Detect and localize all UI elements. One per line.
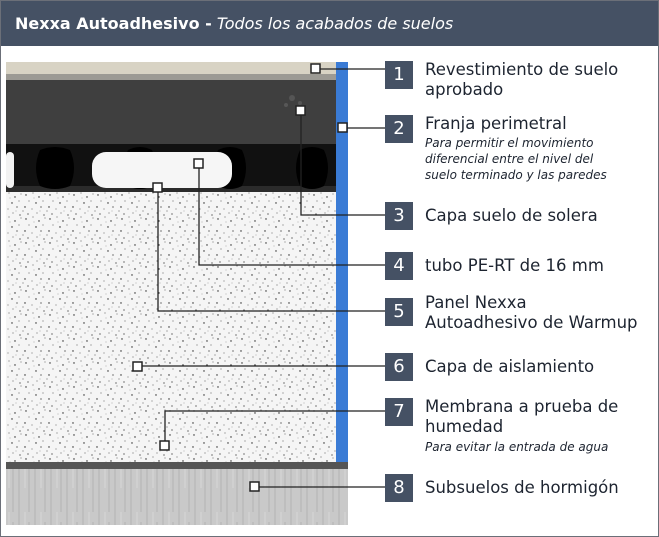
callout-marker-2 [337, 122, 348, 133]
floor-covering-layer [6, 62, 336, 74]
callout-marker-1 [310, 63, 321, 74]
layer-note-2-line3: suelo terminado y las paredes [425, 168, 607, 182]
diagram-subtitle: Todos los acabados de suelos [216, 14, 454, 33]
layer-label-5-cont: Autoadhesivo de Warmup [425, 313, 638, 332]
layer-label-7-cont: humedad [425, 417, 504, 436]
layer-label-4: tubo PE-RT de 16 mm [425, 256, 604, 275]
screed-texture [284, 103, 288, 107]
callout-marker-8 [249, 481, 260, 492]
layer-label-2: Franja perimetral [425, 114, 567, 133]
layer-number-3: 3 [385, 202, 413, 230]
layer-number-4: 4 [385, 252, 413, 280]
layer-label-6: Capa de aislamiento [425, 357, 595, 376]
layer-note-2-line1: Para permitir el movimiento [425, 136, 594, 150]
layer-label-5: Panel Nexxa [425, 293, 527, 312]
screed-texture [289, 95, 295, 101]
layer-label-3: Capa suelo de solera [425, 206, 598, 225]
concrete-layer [6, 469, 348, 525]
layer-number-6: 6 [385, 353, 413, 381]
callout-marker-4 [193, 158, 204, 169]
floor-covering-underside [6, 74, 336, 80]
leader-line-3 [300, 111, 385, 216]
diagram-header: Nexxa Autoadhesivo - Todos los acabados … [1, 1, 658, 46]
panel-channel [296, 147, 328, 189]
insulation-layer [6, 192, 336, 462]
layer-number-8: 8 [385, 474, 413, 502]
diagram-title: Nexxa Autoadhesivo - [15, 14, 212, 33]
layer-note-2-line2: diferencial entre el nivel del [425, 152, 594, 166]
layer-number-2: 2 [385, 115, 413, 143]
leader-line-5 [157, 187, 385, 312]
leader-line-4 [198, 164, 385, 266]
layer-number-7: 7 [385, 398, 413, 426]
membrane-layer [6, 462, 348, 469]
pipe [6, 152, 14, 188]
leader-line-7 [164, 410, 385, 445]
layer-label-1: Revestimiento de suelo [425, 60, 619, 79]
perimeter-strip [336, 62, 348, 462]
callout-marker-7 [159, 440, 170, 451]
callout-marker-3 [295, 105, 306, 116]
layer-label-8: Subsuelos de hormigón [425, 478, 619, 497]
layer-number-5: 5 [385, 298, 413, 326]
layer-label-1-cont: aprobado [425, 80, 504, 99]
layer-number-1: 1 [385, 61, 413, 89]
layer-note-7: Para evitar la entrada de agua [425, 440, 609, 454]
panel-channel [36, 147, 74, 189]
screed-texture [298, 101, 302, 105]
callout-marker-5 [152, 182, 163, 193]
callout-marker-6 [132, 361, 143, 372]
layer-label-7: Membrana a prueba de [425, 397, 619, 416]
panel-base-strip [6, 186, 336, 192]
